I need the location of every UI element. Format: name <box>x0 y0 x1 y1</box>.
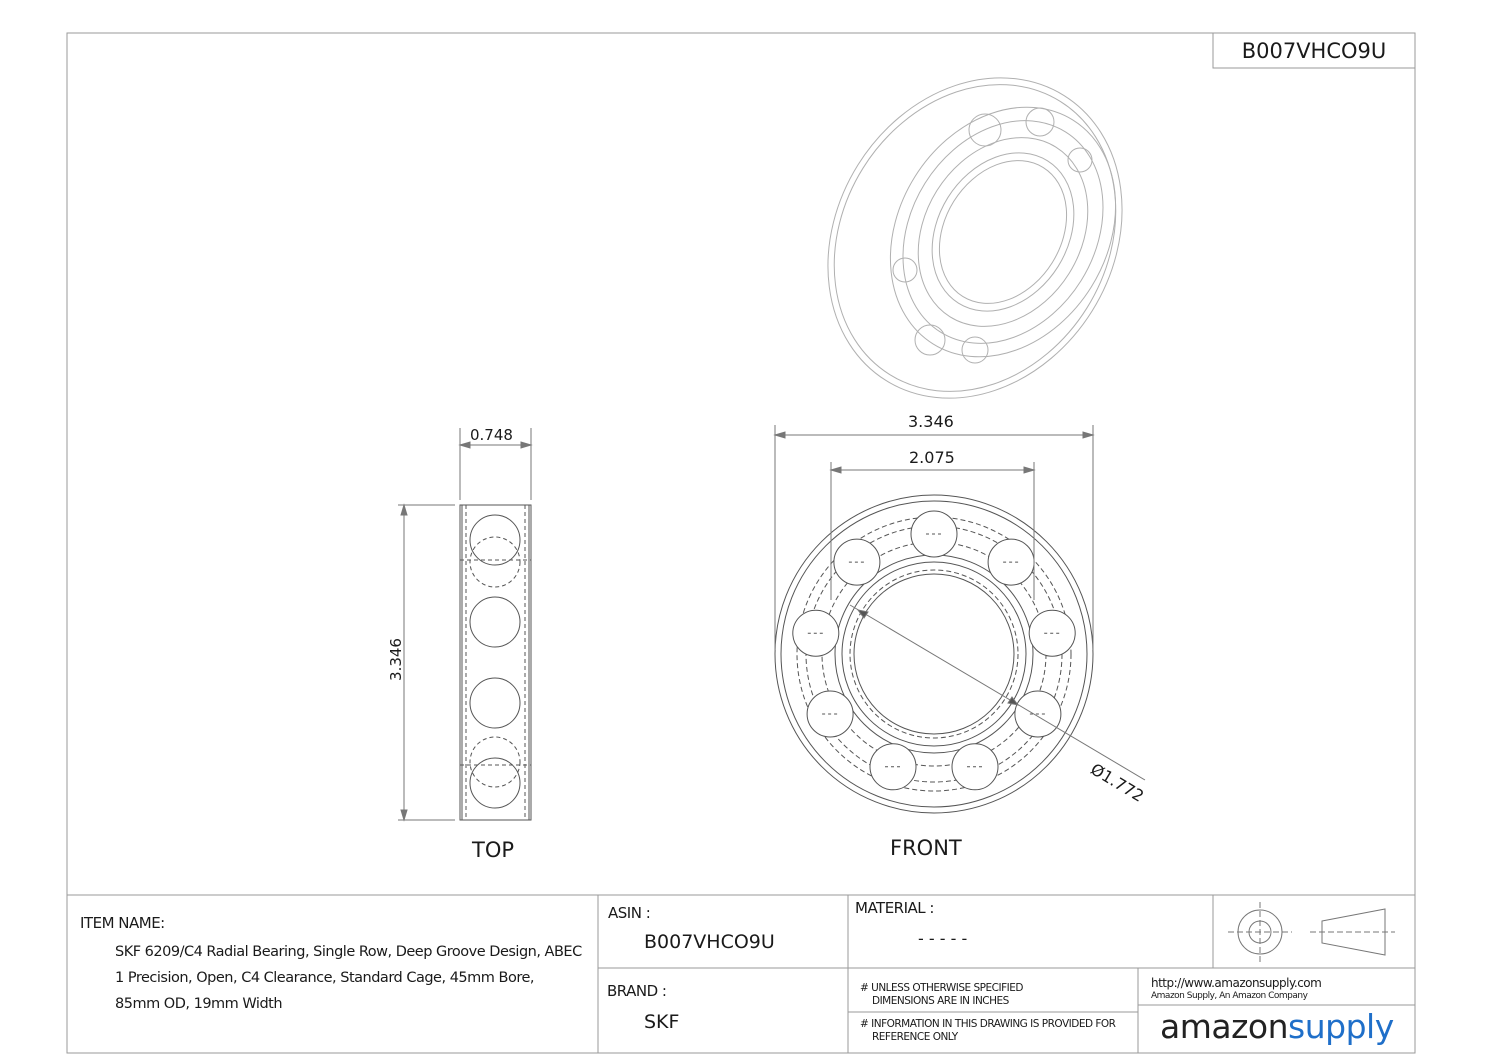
logo-amazon-text: amazon <box>1160 1007 1289 1046</box>
note-1-line-1: # UNLESS OTHERWISE SPECIFIED <box>860 982 1023 994</box>
top-view-dimensions <box>398 428 533 822</box>
brand-value: SKF <box>644 1011 680 1033</box>
top-height-dimension: 3.346 <box>386 638 405 681</box>
logo-supply-text: supply <box>1288 1007 1394 1046</box>
item-name-label: ITEM NAME: <box>80 914 165 932</box>
sheet-border <box>66 32 1416 1054</box>
title-block <box>67 894 1415 1053</box>
material-label: MATERIAL : <box>855 899 934 917</box>
front-view-dimensions <box>773 425 1146 781</box>
top-width-dimension: 0.748 <box>470 426 513 444</box>
front-outer-dimension: 3.346 <box>908 412 954 431</box>
note-1-line-2: DIMENSIONS ARE IN INCHES <box>872 995 1009 1007</box>
note-2-line-2: REFERENCE ONLY <box>872 1031 958 1043</box>
note-2-line-1: # INFORMATION IN THIS DRAWING IS PROVIDE… <box>860 1018 1116 1030</box>
amazon-supply-logo: amazonsupply <box>1160 1007 1394 1047</box>
item-name-line-2: 1 Precision, Open, C4 Clearance, Standar… <box>115 970 535 986</box>
top-view <box>459 504 532 821</box>
projection-symbol <box>1228 902 1395 962</box>
header-part-number: B007VHCO9U <box>1241 39 1387 63</box>
front-balls <box>792 510 1076 791</box>
item-name-line-1: SKF 6209/C4 Radial Bearing, Single Row, … <box>115 944 582 960</box>
part-number-box <box>1212 33 1415 69</box>
company-url[interactable]: http://www.amazonsupply.com <box>1151 976 1322 990</box>
isometric-bearing <box>827 77 1123 399</box>
material-value: - - - - - <box>918 929 968 948</box>
company-name: Amazon Supply, An Amazon Company <box>1151 991 1308 1001</box>
front-view-label: FRONT <box>890 836 962 860</box>
top-view-label: TOP <box>472 838 515 862</box>
item-name-line-3: 85mm OD, 19mm Width <box>115 996 283 1012</box>
asin-value: B007VHCO9U <box>644 931 775 953</box>
front-pitch-dimension: 2.075 <box>909 448 955 467</box>
asin-label: ASIN : <box>608 904 651 922</box>
brand-label: BRAND : <box>607 982 667 1000</box>
